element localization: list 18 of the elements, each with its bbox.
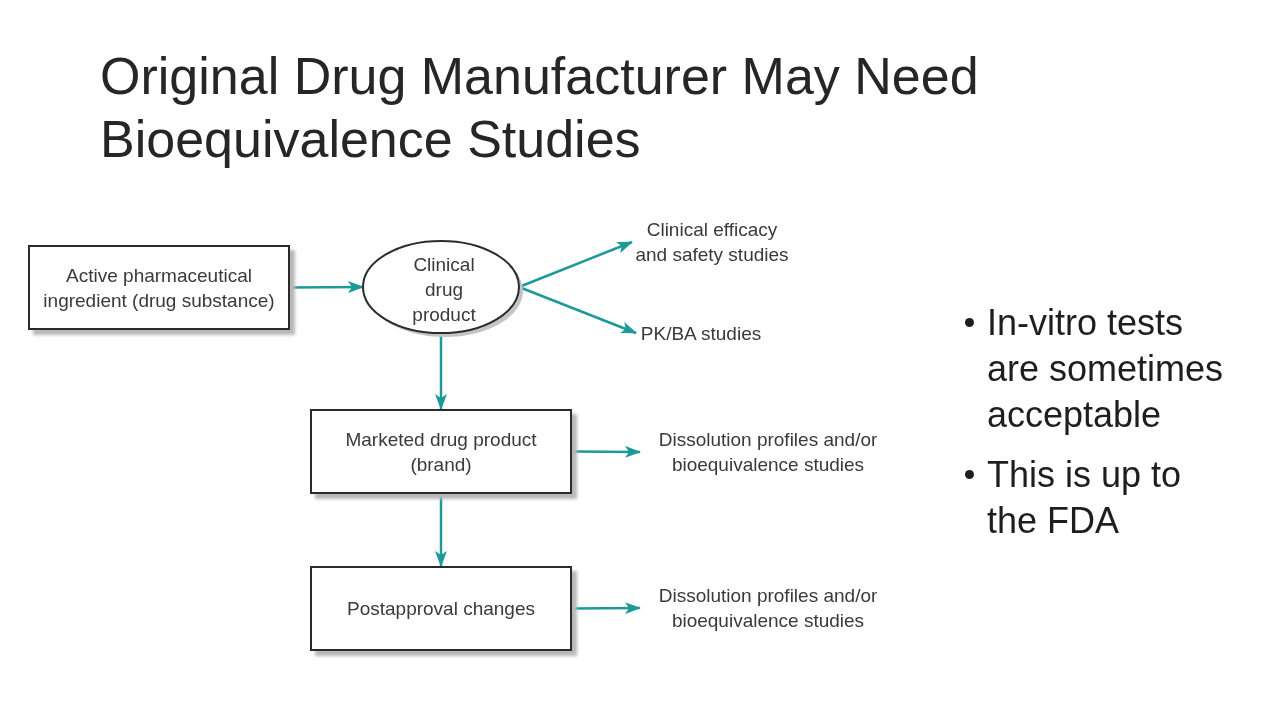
arrow — [290, 281, 364, 294]
bullet-text: In-vitro tests are sometimes acceptable — [987, 301, 1225, 437]
outcome-text: PK/BA studies — [640, 321, 762, 346]
arrow — [435, 494, 447, 567]
process-box — [310, 409, 572, 494]
box-label: Marketed drug product (brand) — [344, 427, 538, 477]
outcome-text: Dissolution profiles and/or bioequivalence studies — [657, 584, 879, 633]
box-label: Postapproval changes — [347, 597, 535, 621]
process-box — [28, 245, 290, 330]
process-box — [310, 566, 572, 651]
outcome-text: Clinical efficacy and safety studies — [634, 218, 790, 267]
node-label: Clinical drug product — [411, 252, 477, 327]
outcome-text: Dissolution profiles and/or bioequivalence studies — [657, 428, 879, 477]
slide-title: Original Drug Manufacturer May Need Bioequivalence Studies — [100, 46, 980, 170]
bullet-text: This is up to the FDA — [987, 453, 1183, 543]
arrow — [572, 602, 641, 615]
arrow — [572, 445, 641, 458]
box-label: Active pharmaceutical ingredient (drug substance) — [42, 263, 276, 313]
